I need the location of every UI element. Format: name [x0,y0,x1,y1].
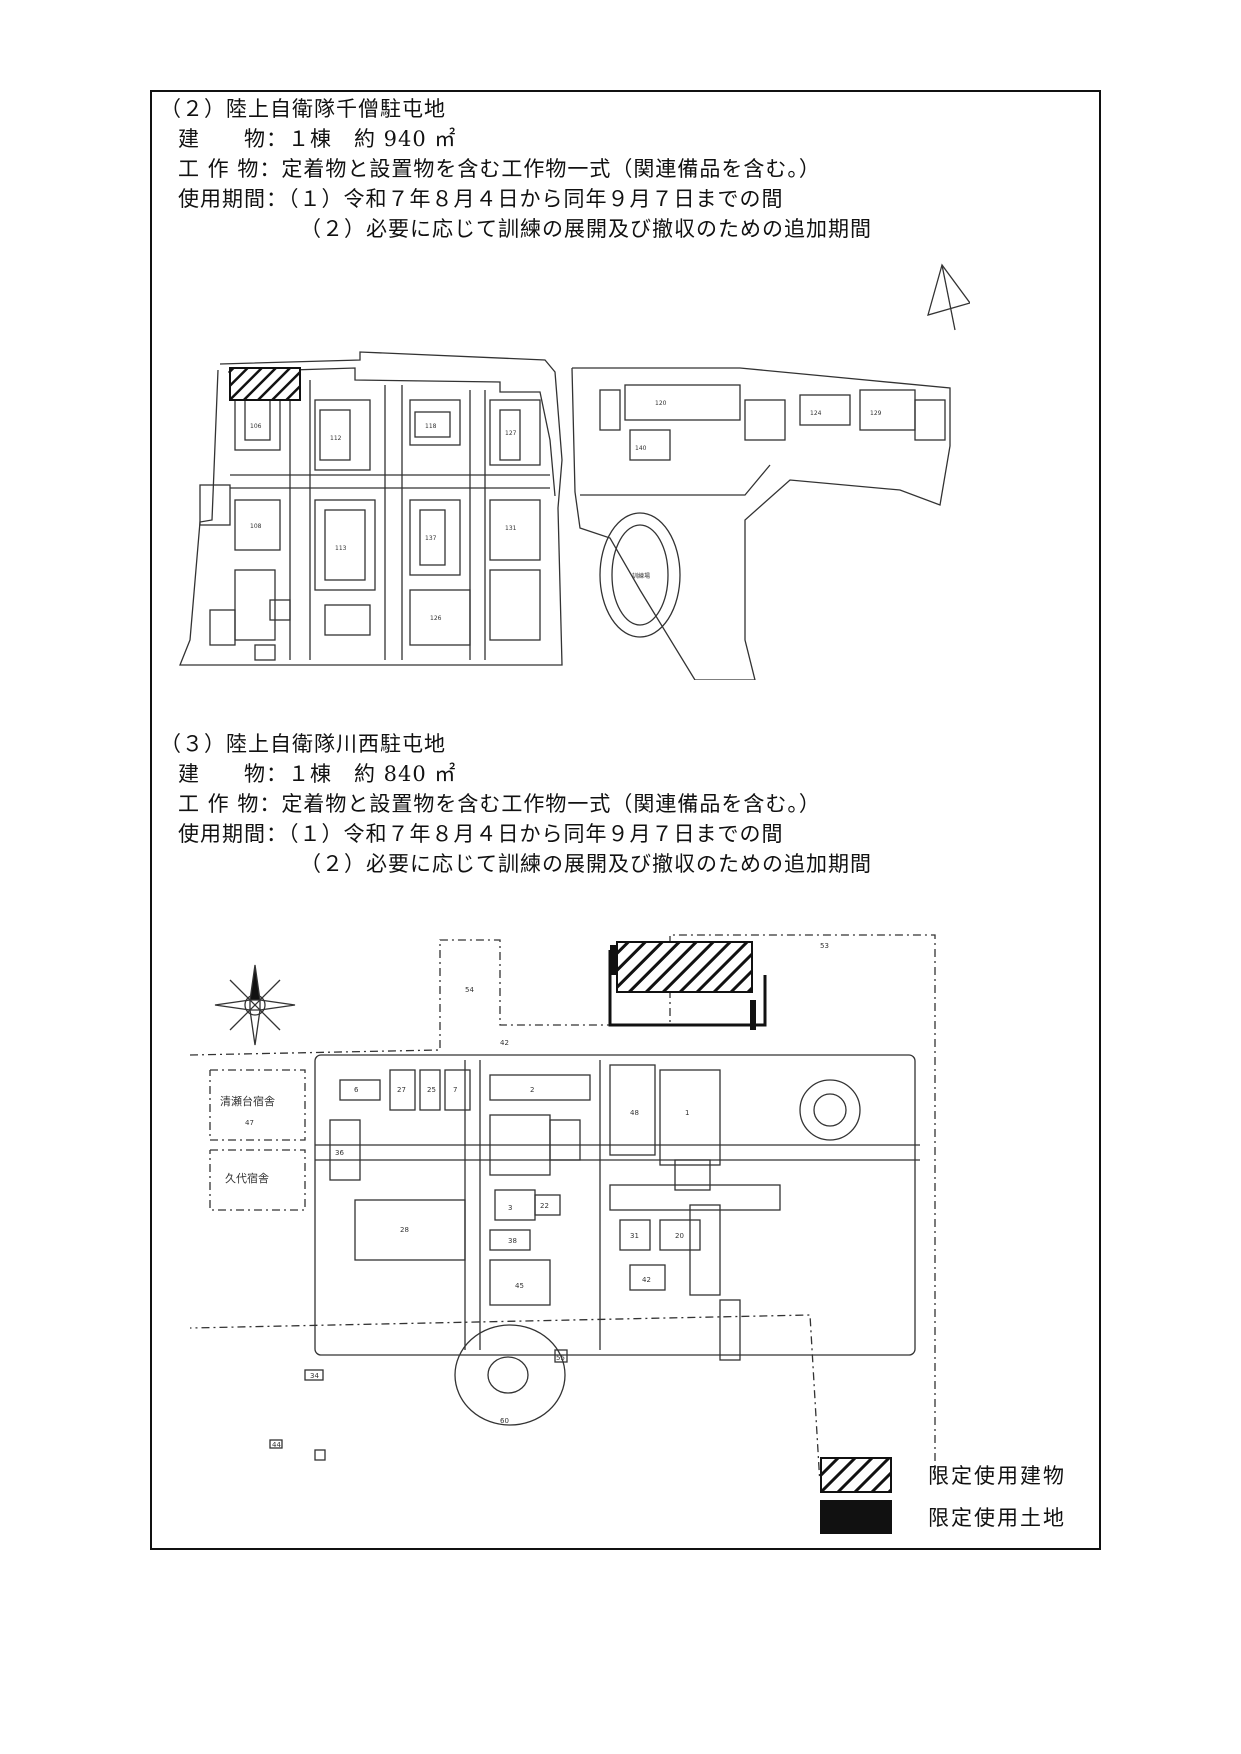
svg-text:27: 27 [397,1086,406,1094]
svg-text:140: 140 [635,445,647,452]
svg-text:7: 7 [453,1086,457,1094]
svg-text:137: 137 [425,535,437,542]
section3-building: 建 物：１棟 約 840 ㎡ [178,762,457,786]
svg-text:55: 55 [556,1354,565,1362]
north-arrow-icon [927,263,970,331]
svg-text:60: 60 [500,1417,509,1425]
svg-text:28: 28 [400,1226,409,1234]
svg-text:112: 112 [330,435,342,442]
svg-text:124: 124 [810,410,822,417]
svg-text:106: 106 [250,423,262,430]
svg-text:45: 45 [515,1282,524,1290]
svg-text:48: 48 [630,1109,639,1117]
section2-building: 建 物：１棟 約 940 ㎡ [178,127,457,151]
kawanishi-limited-building [616,941,753,993]
svg-text:53: 53 [820,942,829,950]
section2-heading: （２）陸上自衛隊千僧駐屯地 [160,97,446,121]
svg-text:118: 118 [425,423,437,430]
svg-text:131: 131 [505,525,517,532]
svg-text:34: 34 [310,1372,319,1380]
svg-text:120: 120 [655,400,667,407]
legend-building-label: 限定使用建物 [928,1464,1066,1488]
legend-black-swatch [820,1500,892,1534]
svg-text:44: 44 [272,1441,281,1449]
svg-text:22: 22 [540,1202,549,1210]
section2-structure: 工 作 物：定着物と設置物を含む工作物一式（関連備品を含む。） [178,157,821,181]
svg-text:127: 127 [505,430,517,437]
senzo-limited-building [229,367,301,401]
svg-text:42: 42 [642,1276,651,1284]
section3-period2: （２）必要に応じて訓練の展開及び撤収のための追加期間 [300,852,872,876]
svg-text:20: 20 [675,1232,684,1240]
svg-text:6: 6 [354,1086,359,1094]
svg-text:清瀬台宿舎: 清瀬台宿舎 [220,1094,275,1108]
section2-period1: 使用期間：（１）令和７年８月４日から同年９月７日までの間 [178,187,784,211]
page-frame [150,90,1101,1550]
svg-text:3: 3 [508,1204,512,1212]
section3-period1: 使用期間：（１）令和７年８月４日から同年９月７日までの間 [178,822,784,846]
section3-structure: 工 作 物：定着物と設置物を含む工作物一式（関連備品を含む。） [178,792,821,816]
svg-text:113: 113 [335,545,347,552]
legend-land-label: 限定使用土地 [928,1506,1066,1530]
svg-text:54: 54 [465,986,474,994]
svg-text:36: 36 [335,1149,344,1157]
svg-text:久代宿舎: 久代宿舎 [225,1171,269,1185]
svg-text:129: 129 [870,410,882,417]
senzo-camp-map: 106 112 118 127 108 113 137 131 126 120 … [179,263,970,680]
svg-text:126: 126 [430,615,442,622]
legend-hatched-swatch [820,1457,892,1493]
svg-text:2: 2 [530,1086,534,1094]
svg-text:108: 108 [250,523,262,530]
kawanishi-camp-map: 清瀬台宿舎 久代宿舎 54 53 47 6 27 25 7 36 2 48 1 … [190,934,936,1480]
svg-text:31: 31 [630,1232,639,1240]
section2-period2: （２）必要に応じて訓練の展開及び撤収のための追加期間 [300,217,872,241]
svg-text:38: 38 [508,1237,517,1245]
svg-text:47: 47 [245,1119,254,1127]
svg-text:42: 42 [500,1039,509,1047]
compass-rose-icon [214,964,296,1046]
svg-text:25: 25 [427,1086,436,1094]
svg-text:訓練場: 訓練場 [632,572,650,580]
svg-text:1: 1 [685,1109,689,1117]
section3-heading: （３）陸上自衛隊川西駐屯地 [160,732,446,756]
